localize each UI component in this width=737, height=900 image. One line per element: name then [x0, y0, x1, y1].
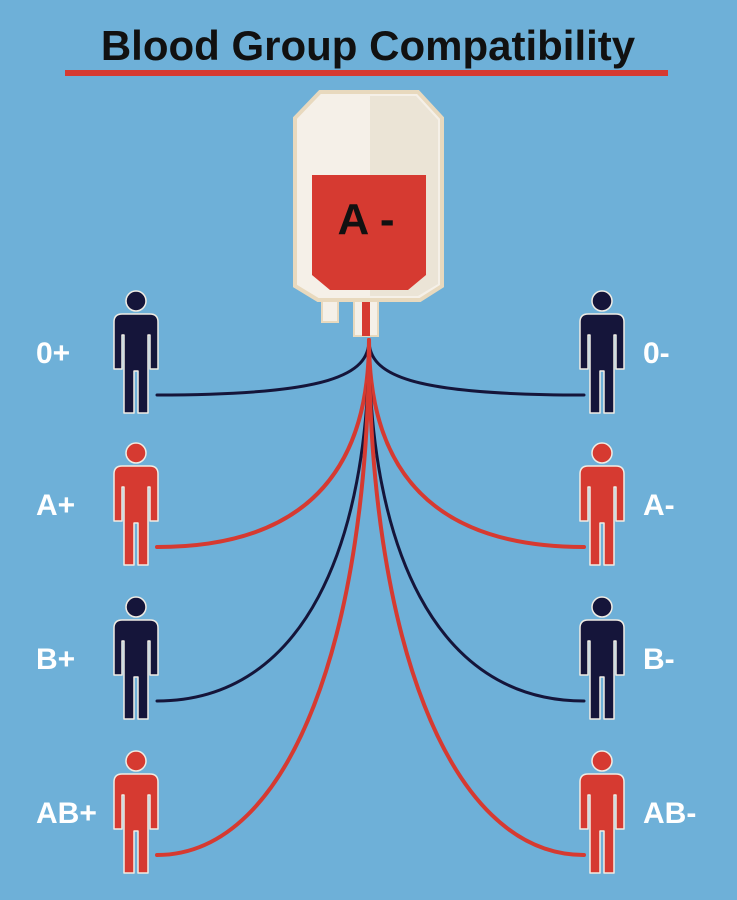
person-icon-0pos — [113, 290, 159, 414]
diagram-title: Blood Group Compatibility — [101, 22, 636, 69]
blood-bag: A - — [293, 90, 444, 337]
recipient-figures: 0+ A+ B+ AB+ 0- A- B- AB- — [36, 290, 696, 874]
bag-blood-fill — [312, 175, 426, 290]
recipient-label-bneg: B- — [643, 643, 675, 676]
recipient-label-aneg: A- — [643, 489, 675, 522]
person-icon-bneg — [579, 596, 625, 720]
recipient-label-abneg: AB- — [643, 797, 696, 830]
connector-lines — [155, 338, 586, 857]
recipient-label-0neg: 0- — [643, 337, 670, 370]
recipient-label-abpos: AB+ — [36, 797, 97, 830]
connector-0pos — [155, 338, 371, 397]
person-icon-0neg — [579, 290, 625, 414]
title-underline — [65, 70, 668, 76]
connector-0neg — [367, 338, 586, 397]
connector-abpos — [155, 338, 371, 857]
recipient-label-bpos: B+ — [36, 643, 75, 676]
person-icon-apos — [113, 442, 159, 566]
recipient-label-0pos: 0+ — [36, 337, 70, 370]
connector-aneg — [367, 338, 586, 549]
person-icon-abneg — [579, 750, 625, 874]
bag-outlet-blood — [362, 284, 370, 336]
person-icon-aneg — [579, 442, 625, 566]
person-icon-abpos — [113, 750, 159, 874]
recipient-label-apos: A+ — [36, 489, 75, 522]
connector-abneg — [367, 338, 586, 857]
person-icon-bpos — [113, 596, 159, 720]
donor-blood-type: A - — [337, 195, 394, 244]
connector-apos — [155, 338, 371, 549]
